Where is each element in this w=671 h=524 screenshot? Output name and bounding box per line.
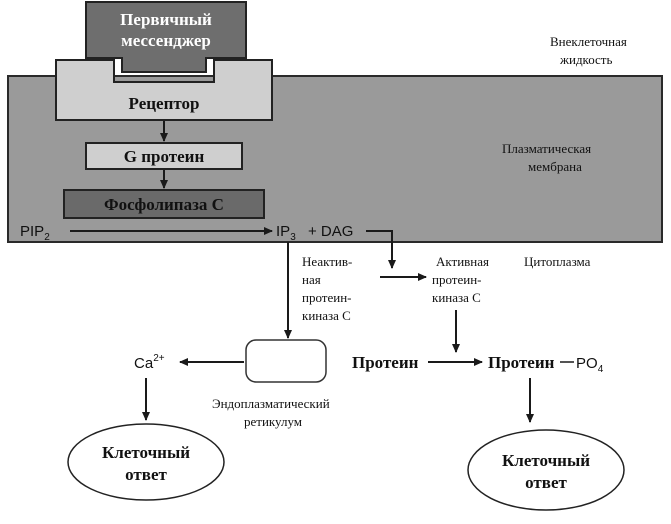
response-left-line1: Клеточный <box>102 443 190 462</box>
messenger-label-line1: Первичный <box>120 10 212 29</box>
active-kinase-line1: Активная <box>436 254 489 269</box>
cytoplasm-label: Цитоплазма <box>524 254 591 269</box>
pip2-label: PIP2 <box>20 223 50 243</box>
inactive-kinase-line3: протеин- <box>302 290 351 305</box>
endoplasmic-reticulum <box>245 339 327 383</box>
er-label-line2: ретикулум <box>244 414 302 429</box>
active-kinase-line2: протеин- <box>432 272 481 287</box>
cellular-response-left: Клеточный ответ <box>67 423 225 501</box>
protein-label: Протеин <box>352 353 419 372</box>
response-right-line1: Клеточный <box>502 451 590 470</box>
ca-label: Ca2+ <box>134 353 165 372</box>
po4-label: PO4 <box>576 355 604 375</box>
messenger-label-line2: мессенджер <box>121 31 211 50</box>
ip3-label: IP3 <box>276 223 296 243</box>
phospholipase-label: Фосфолипаза С <box>104 195 224 214</box>
phosphoprotein-label: Протеин <box>488 353 555 372</box>
receptor-label: Рецептор <box>129 94 200 113</box>
g-protein: G протеин <box>85 142 243 170</box>
inactive-kinase-line4: киназа С <box>302 308 351 323</box>
membrane-label-line2: мембрана <box>528 159 582 174</box>
dag-path <box>366 230 396 269</box>
inactive-kinase-line2: ная <box>302 272 321 287</box>
phospholipase-c: Фосфолипаза С <box>63 189 265 219</box>
dag-label: + DAG <box>308 223 353 240</box>
membrane-label-line1: Плазматическая <box>502 141 591 156</box>
response-right-line2: ответ <box>525 473 567 492</box>
g-protein-label: G протеин <box>124 147 205 166</box>
receptor: Рецептор <box>55 59 273 121</box>
inactive-kinase-line1: Неактив- <box>302 254 352 269</box>
primary-messenger: Первичный мессенджер <box>85 1 247 73</box>
extracellular-label-line2: жидкость <box>559 52 612 67</box>
cellular-response-right: Клеточный ответ <box>467 429 625 511</box>
extracellular-label-line1: Внеклеточная <box>550 34 627 49</box>
response-left-line2: ответ <box>125 465 167 484</box>
active-kinase-line3: киназа С <box>432 290 481 305</box>
er-label-line1: Эндоплазматический <box>212 396 330 411</box>
